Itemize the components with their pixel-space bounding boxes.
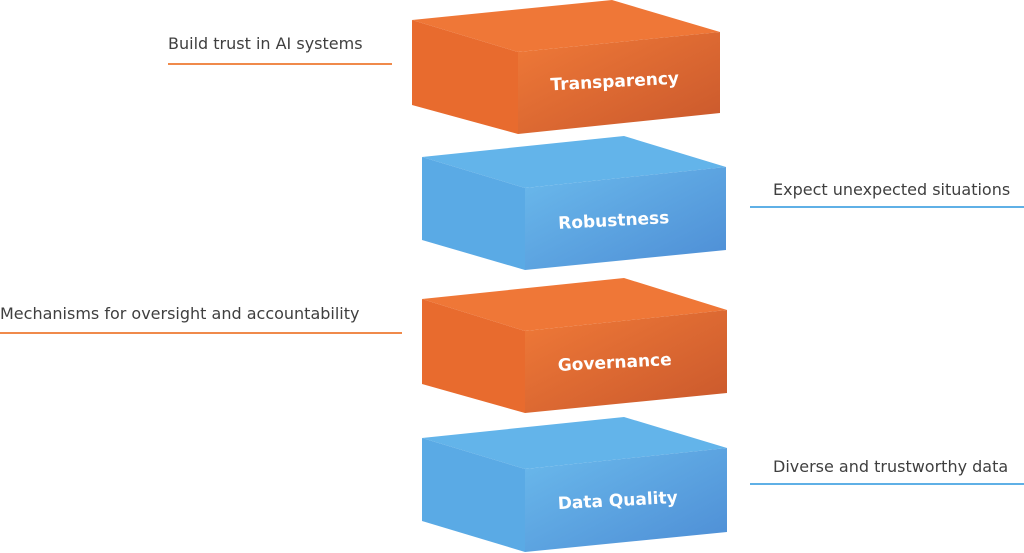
transparency-front-face [518,32,720,134]
governance-left-face [422,299,525,413]
transparency-top-face [412,0,720,52]
robustness-top-face [422,136,726,188]
annotation-rule-governance [0,332,402,334]
data-quality-front-face [525,448,727,552]
transparency-left-face [412,20,518,134]
annotation-rule-transparency [168,63,392,65]
robustness-left-face [422,157,525,270]
governance-front-face [525,310,727,413]
annotation-governance: Mechanisms for oversight and accountabil… [0,304,360,323]
data-quality-left-face [422,438,525,552]
annotation-robustness: Expect unexpected situations [773,180,1011,199]
robustness-front-face [525,167,726,270]
data-quality-top-face [422,417,727,469]
governance-top-face [422,278,727,331]
annotation-rule-robustness [750,206,1024,208]
annotation-data-quality: Diverse and trustworthy data [773,457,1009,476]
annotation-rule-data-quality [750,483,1024,485]
annotation-transparency: Build trust in AI systems [168,34,363,53]
